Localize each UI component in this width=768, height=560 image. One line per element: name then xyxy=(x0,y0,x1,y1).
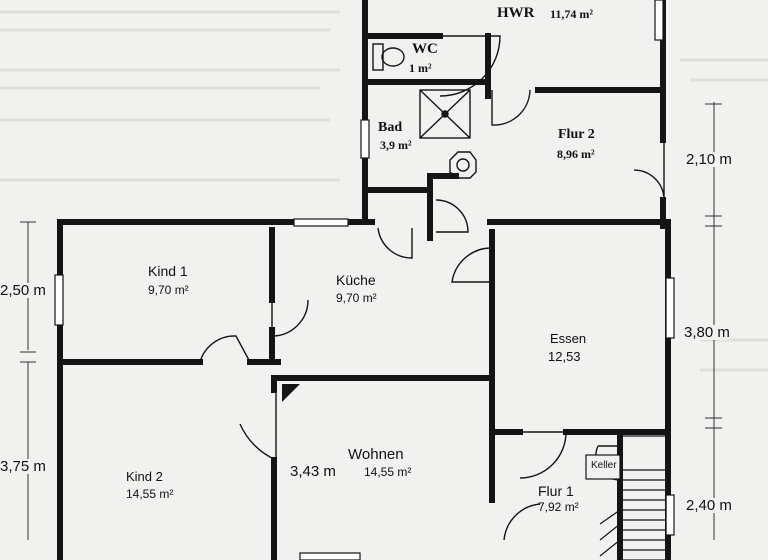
room-name-flur2: Flur 2 xyxy=(558,127,595,142)
room-area-wc: 1 m² xyxy=(409,61,432,75)
dimension-right-middle: 3,80 m xyxy=(684,324,730,341)
room-area-bad: 3,9 m² xyxy=(380,138,412,152)
room-name-wc: WC xyxy=(412,41,438,57)
dimension-right-top: 2,10 m xyxy=(686,151,732,168)
room-area-flur1: 7,92 m² xyxy=(538,500,579,514)
walls xyxy=(57,0,671,560)
room-name-wohnen: Wohnen xyxy=(348,446,404,463)
room-name-bad: Bad xyxy=(378,120,403,135)
room-area-kind1: 9,70 m² xyxy=(148,283,189,297)
shower-icon xyxy=(419,89,471,139)
room-name-kind1: Kind 1 xyxy=(148,263,188,279)
room-area-hwr: 11,74 m² xyxy=(550,7,593,21)
room-name-hwr: HWR xyxy=(497,5,535,21)
room-name-keller: Keller xyxy=(591,460,617,471)
room-area-flur2: 8,96 m² xyxy=(557,147,595,161)
stairs xyxy=(585,435,667,560)
room-name-kind2: Kind 2 xyxy=(126,469,163,484)
room-area-essen: 12,53 xyxy=(548,349,581,364)
dimension-left-bottom: 3,75 m xyxy=(0,458,46,475)
toilet-icon xyxy=(372,43,405,71)
sink-icon xyxy=(449,151,477,179)
dimension-right-bottom: 2,40 m xyxy=(686,497,732,514)
doors xyxy=(199,35,665,541)
dimension-left-top: 2,50 m xyxy=(0,282,46,299)
room-area-kueche: 9,70 m² xyxy=(336,291,377,305)
room-area-kind2: 14,55 m² xyxy=(126,487,174,501)
corner-marker xyxy=(282,384,300,402)
room-name-essen: Essen xyxy=(550,331,587,346)
dimension-wohnen-width: 3,43 m xyxy=(290,463,336,480)
background-noise xyxy=(0,10,768,372)
windows xyxy=(54,0,675,560)
room-name-kueche: Küche xyxy=(336,272,376,288)
room-area-wohnen: 14,55 m² xyxy=(364,465,412,479)
room-name-flur1: Flur 1 xyxy=(538,483,574,499)
